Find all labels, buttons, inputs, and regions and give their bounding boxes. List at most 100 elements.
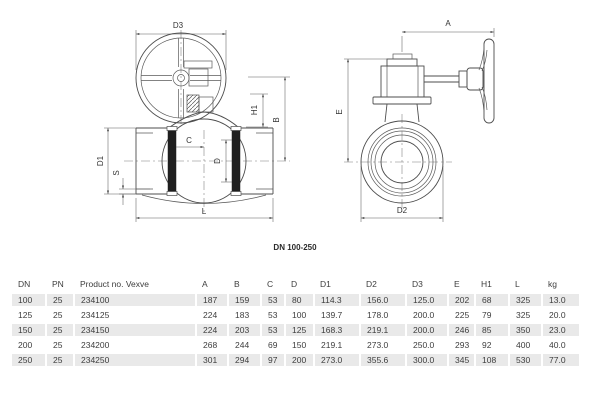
table-cell: 23.0	[542, 322, 581, 339]
table-cell: 97	[261, 352, 286, 369]
table-cell: 40.0	[542, 337, 581, 354]
table-cell: 234250	[74, 352, 197, 369]
table-cell: 234100	[74, 292, 197, 309]
table-cell: 219.1	[314, 337, 361, 354]
column-header: C	[261, 276, 285, 294]
valve-body-front	[135, 118, 274, 204]
table-cell: 350	[509, 322, 543, 339]
valve-technical-drawing: D3 H1 B C D D1	[96, 19, 495, 252]
gearbox-cap	[386, 58, 418, 67]
table-cell: 108	[475, 352, 510, 369]
dim-label-l: L	[202, 207, 207, 216]
table-cell: 68	[475, 292, 510, 309]
table-cell: 250	[12, 352, 47, 369]
table-cell: 25	[46, 292, 75, 309]
table-cell: 225	[448, 307, 476, 324]
table-cell: 53	[261, 307, 286, 324]
table-cell: 150	[285, 337, 315, 354]
table-cell: 200.0	[406, 307, 449, 324]
table-cell: 77.0	[542, 352, 581, 369]
column-header: L	[509, 276, 542, 294]
handwheel-side	[466, 38, 495, 124]
table-cell: 53	[261, 292, 286, 309]
table-cell: 100	[285, 307, 315, 324]
table-cell: 530	[509, 352, 543, 369]
drawing-caption: DN 100-250	[273, 243, 317, 252]
stem-hatched	[186, 94, 200, 113]
table-cell: 156.0	[360, 292, 407, 309]
wheel-hub-edge	[466, 67, 484, 91]
table-cell: 114.3	[314, 292, 361, 309]
table-cell: 293	[448, 337, 476, 354]
gearbox-assembly	[372, 53, 468, 123]
wheel-rim-edge	[483, 38, 495, 124]
table-cell: 273.0	[360, 337, 407, 354]
table-cell: 183	[228, 307, 262, 324]
table-cell: 53	[261, 322, 286, 339]
dim-label-b: B	[272, 117, 281, 122]
column-header: B	[228, 276, 261, 294]
gearbox	[380, 65, 425, 98]
body-dome	[169, 111, 239, 128]
dim-label-a: A	[445, 19, 451, 28]
valve-body-side	[360, 120, 444, 204]
dim-label-c: C	[186, 136, 192, 145]
column-header: H1	[475, 276, 509, 294]
table-cell: 202	[448, 292, 476, 309]
dim-label-d3: D3	[173, 21, 184, 30]
dim-label-d1: D1	[96, 155, 105, 166]
shaft-collar	[458, 70, 468, 88]
table-cell: 219.1	[360, 322, 407, 339]
front-view: D3 H1 B C D D1	[96, 21, 290, 222]
table-cell: 159	[228, 292, 262, 309]
column-header: PN	[46, 276, 74, 294]
front-view-dimensions: D3 H1 B C D D1	[96, 21, 290, 222]
column-header: D2	[360, 276, 406, 294]
table-cell: 85	[475, 322, 510, 339]
column-header: D	[285, 276, 314, 294]
table-cell: 234125	[74, 307, 197, 324]
table-cell: 325	[509, 292, 543, 309]
table-cell: 69	[261, 337, 286, 354]
table-cell: 301	[196, 352, 229, 369]
table-cell: 250.0	[406, 337, 449, 354]
table-cell: 200	[12, 337, 47, 354]
table-cell: 125	[285, 322, 315, 339]
table-cell: 224	[196, 307, 229, 324]
table-cell: 203	[228, 322, 262, 339]
table-cell: 100	[12, 292, 47, 309]
table-cell: 246	[448, 322, 476, 339]
dim-label-d: D	[213, 158, 222, 164]
column-header: D1	[314, 276, 360, 294]
table-cell: 80	[285, 292, 315, 309]
table-cell: 325	[509, 307, 543, 324]
table-cell: 92	[475, 337, 510, 354]
table-cell: 139.7	[314, 307, 361, 324]
table-cell: 355.6	[360, 352, 407, 369]
column-header: Product no. Vexve	[74, 276, 196, 294]
table-cell: 187	[196, 292, 229, 309]
body-skirt	[141, 194, 267, 204]
table-cell: 25	[46, 322, 75, 339]
table-cell: 273.0	[314, 352, 361, 369]
stem-assembly	[169, 94, 239, 128]
table-cell: 79	[475, 307, 510, 324]
table-cell: 244	[228, 337, 262, 354]
column-header: D3	[406, 276, 448, 294]
table-cell: 178.0	[360, 307, 407, 324]
table-cell: 224	[196, 322, 229, 339]
table-cell: 200	[285, 352, 315, 369]
table-cell: 125	[12, 307, 47, 324]
table-cell: 13.0	[542, 292, 581, 309]
gear-plate	[183, 60, 213, 69]
table-cell: 300.0	[406, 352, 449, 369]
column-header: kg	[542, 276, 580, 294]
table-cell: 125.0	[406, 292, 449, 309]
side-view: A E D2	[335, 19, 495, 222]
